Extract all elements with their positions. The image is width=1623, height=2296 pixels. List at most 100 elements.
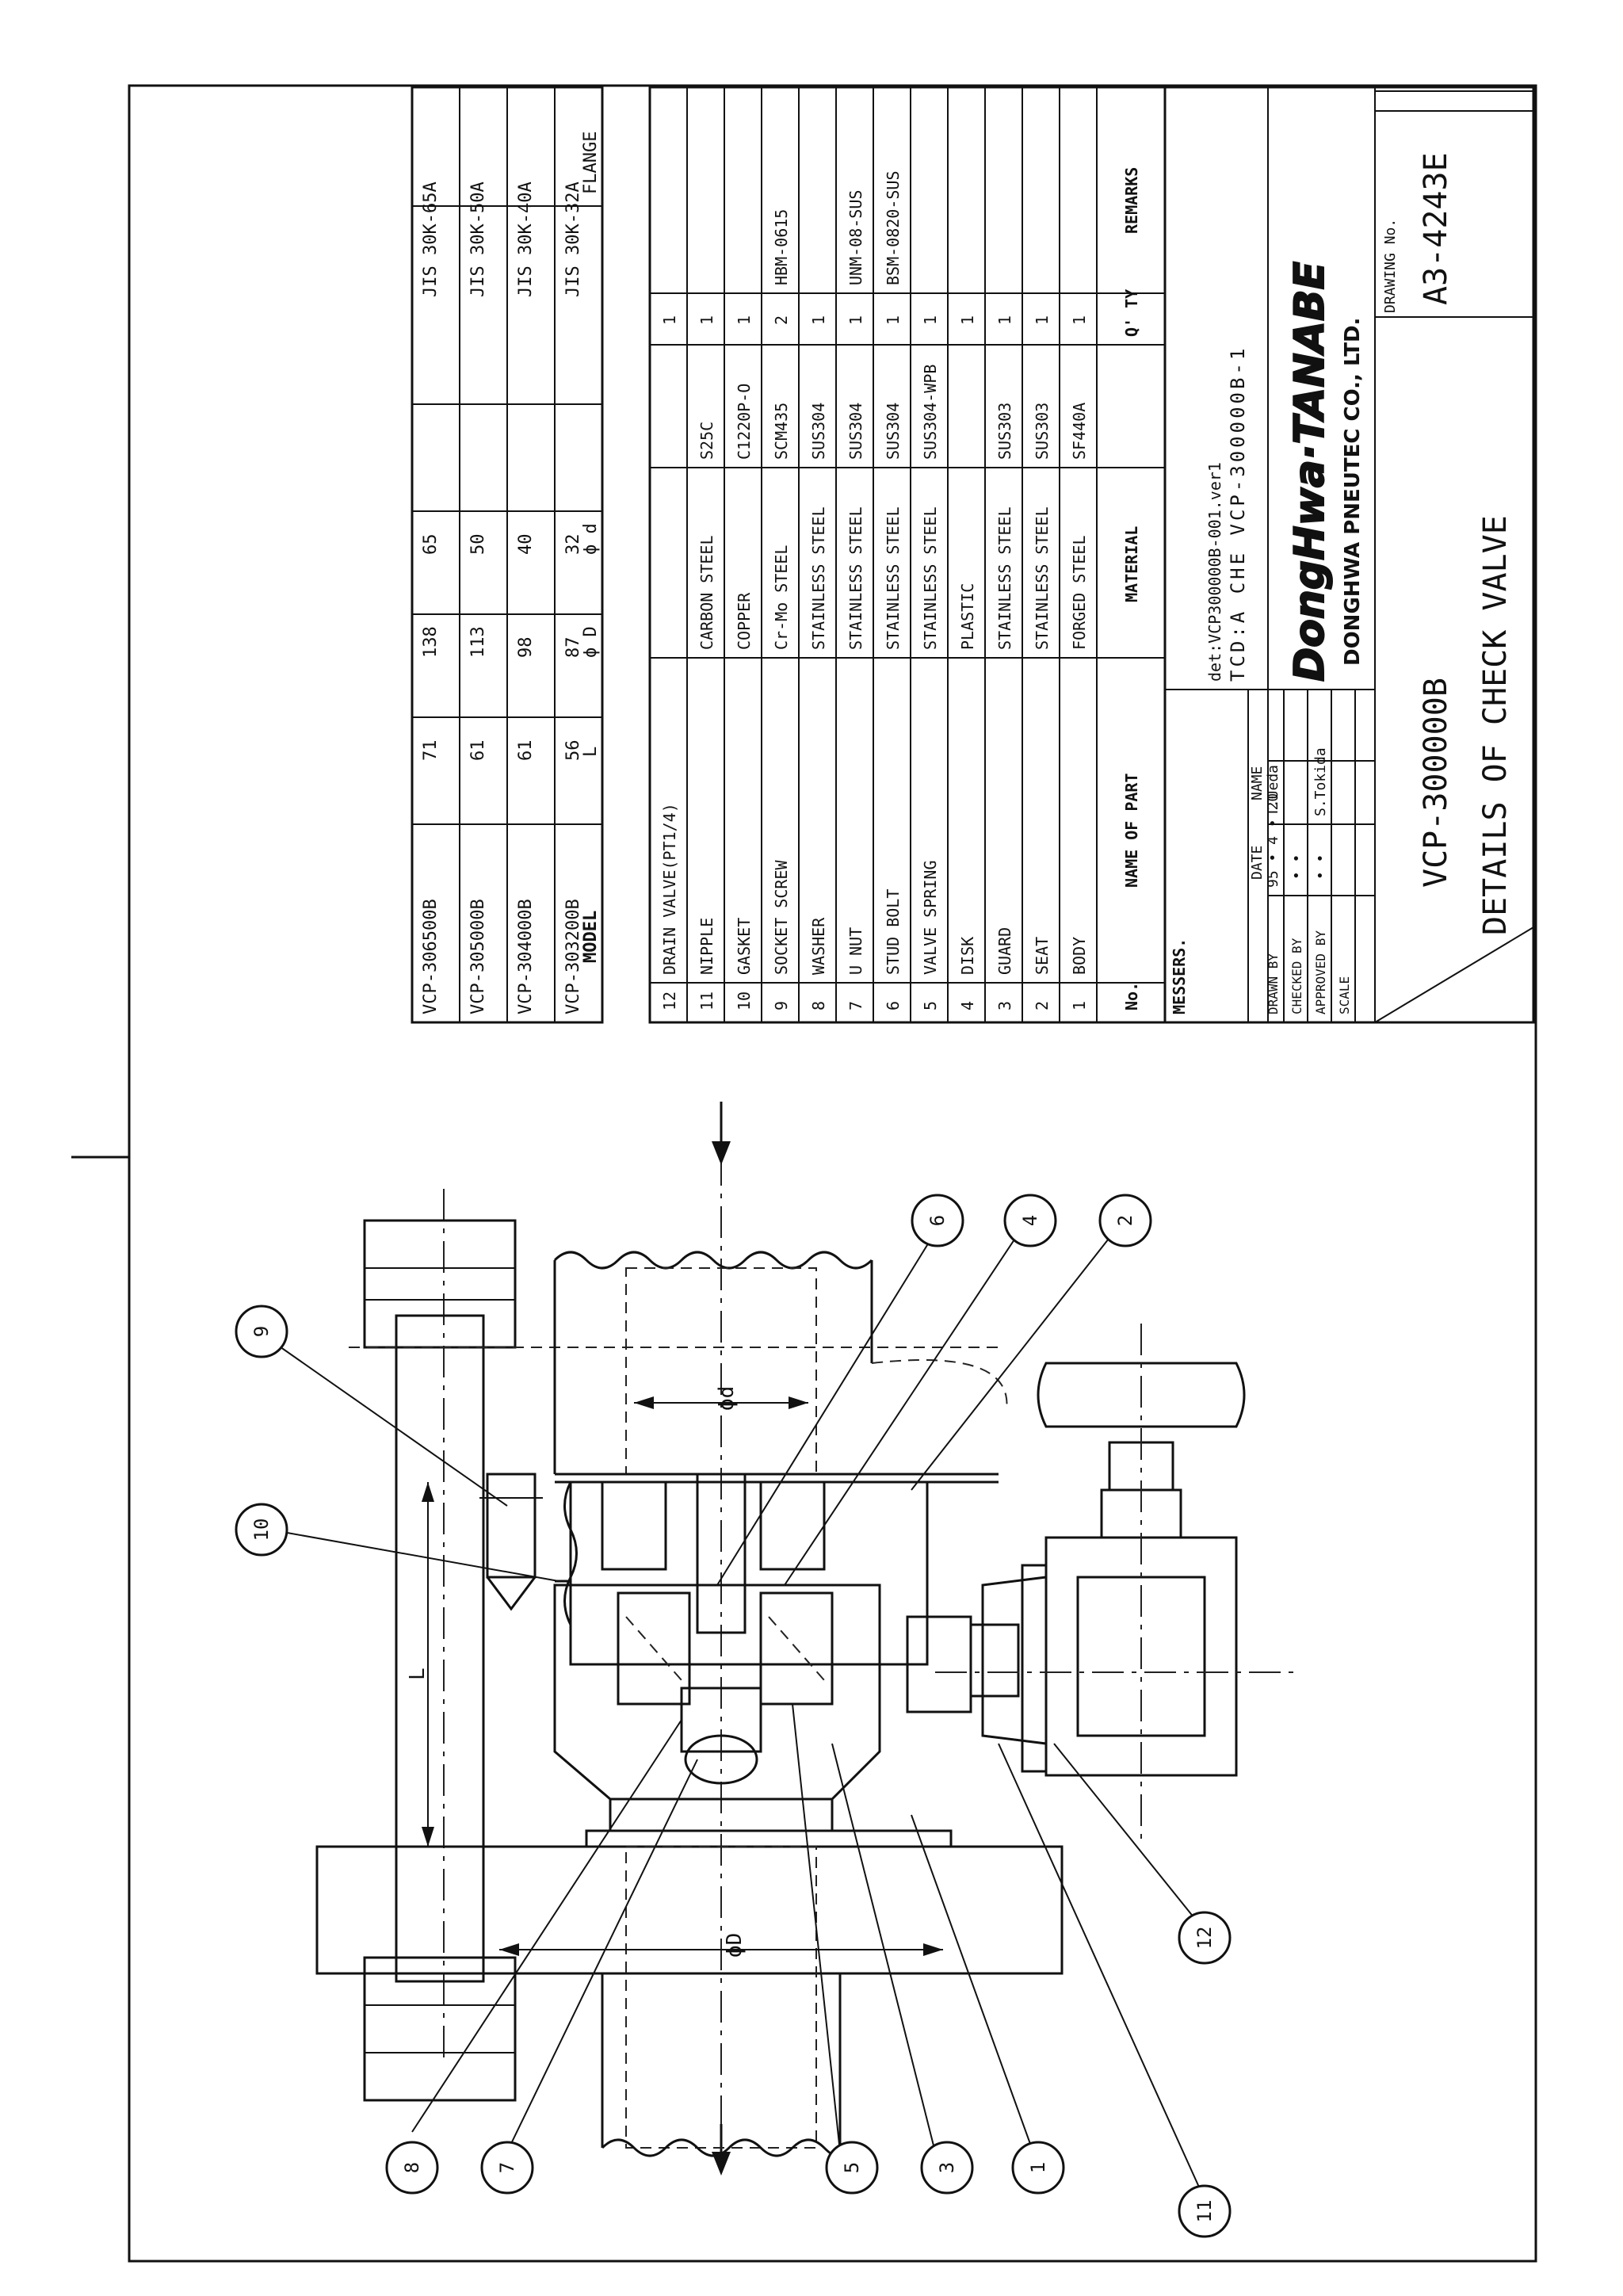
part-qty: 1 <box>921 315 940 325</box>
part-no: 6 <box>884 1001 903 1010</box>
drawn-by-label: DRAWN BY <box>1266 953 1281 1014</box>
nut-bottom <box>363 1956 517 2102</box>
svg-text:3: 3 <box>936 2162 958 2173</box>
part-no: 10 <box>735 991 754 1010</box>
part-no: 12 <box>660 991 679 1010</box>
parts-header-material: MATERIAL <box>1122 526 1141 602</box>
flow-arrow-top <box>712 1141 731 1165</box>
svg-text:5: 5 <box>841 2162 863 2173</box>
svg-text:4: 4 <box>1019 1215 1041 1226</box>
part-qty: 1 <box>1033 315 1052 325</box>
flange-header-douter: ϕ D <box>581 626 601 658</box>
callout-10: 10 <box>235 1503 288 1557</box>
part-grade: SCM435 <box>772 403 791 460</box>
flange-model-3: VCP-303200B <box>563 899 583 1014</box>
drawn-date: 95 • 4 • 20 <box>1265 793 1281 888</box>
part-grade: SUS303 <box>1033 403 1052 460</box>
dim-label-D: ϕD <box>723 1933 747 1958</box>
stud-bolt-center <box>696 1473 747 1634</box>
drain-handle <box>1037 1362 1246 1428</box>
drawn-name: T.Ueda <box>1265 765 1281 816</box>
model-number: VCP-300000B <box>1418 678 1454 888</box>
parts-header-remarks: REMARKS <box>1122 167 1141 234</box>
part-no: 5 <box>921 1001 940 1010</box>
part-name: GASKET <box>735 918 754 975</box>
parts-row-7: 7 U NUT STAINLESS STEEL SUS304 1 UNM-08-… <box>846 190 865 1010</box>
flange-dout-2: 98 <box>516 637 536 659</box>
callouts: 1 2 3 4 5 6 7 8 9 10 11 12 <box>235 1194 1232 2238</box>
flange-header-dinner: ϕ d <box>581 523 601 555</box>
flange-model-0: VCP-306500B <box>421 899 441 1014</box>
part-no: 9 <box>772 1001 791 1010</box>
part-grade: C1220P-O <box>735 384 754 460</box>
parts-row-4: 4 DISK PLASTIC 1 <box>958 315 977 1010</box>
part-name: GUARD <box>995 927 1014 975</box>
flange-model-1: VCP-305000B <box>468 899 488 1014</box>
part-material: Cr-Mo STEEL <box>772 545 791 650</box>
part-qty: 1 <box>995 315 1014 325</box>
parts-row-6: 6 STUD BOLT STAINLESS STEEL SUS304 1 BSM… <box>884 171 903 1011</box>
flange-din-0: 65 <box>421 534 441 556</box>
company-name: DONGHWA PNEUTEC CO., LTD. <box>1341 318 1365 666</box>
disk-left <box>617 1591 691 1706</box>
part-name: STUD BOLT <box>884 889 903 975</box>
dim-label-L: L <box>406 1668 430 1680</box>
title-block <box>1163 86 1535 1024</box>
flange-din-1: 50 <box>468 534 488 556</box>
svg-text:9: 9 <box>250 1326 273 1337</box>
svg-text:8: 8 <box>401 2162 423 2173</box>
part-qty: 1 <box>809 315 828 325</box>
part-no: 4 <box>958 1001 977 1010</box>
flange-l-1: 61 <box>468 740 488 762</box>
part-remarks: UNM-08-SUS <box>846 190 865 285</box>
part-name: U NUT <box>846 927 865 975</box>
part-name: VALVE SPRING <box>921 861 940 976</box>
part-name: BODY <box>1070 937 1089 975</box>
drawing-no-label: DRAWING No. <box>1382 219 1399 313</box>
checked-by-label: CHECKED BY <box>1289 938 1304 1014</box>
part-material: STAINLESS STEEL <box>809 506 828 650</box>
flange-type-0: JIS 30K-65A <box>421 181 441 297</box>
socket-screw <box>486 1473 537 1579</box>
frame <box>128 84 1537 2263</box>
checked-date: • • <box>1289 854 1305 880</box>
part-no: 8 <box>809 1001 828 1010</box>
flange-dout-1: 113 <box>468 626 488 658</box>
name-label: NAME <box>1249 766 1266 800</box>
svg-text:2: 2 <box>1114 1215 1136 1226</box>
parts-row-5: 5 VALVE SPRING STAINLESS STEEL SUS304-WP… <box>921 315 940 1010</box>
through-bolt <box>395 1314 485 1983</box>
flow-arrow-bottom <box>712 2152 731 2176</box>
part-no: 1 <box>1070 1001 1089 1010</box>
callout-6: 6 <box>911 1194 964 1247</box>
file-ref-2: TCD:A CHE VCP-300000B-1 <box>1227 346 1249 682</box>
flange-din-3: 32 <box>563 534 583 556</box>
parts-row-12: 12 DRAIN VALVE(PT1/4) 1 <box>660 315 679 1010</box>
drawing-number: A3-4243E <box>1418 152 1454 305</box>
part-no: 2 <box>1033 1001 1052 1010</box>
callout-4: 4 <box>1003 1194 1057 1247</box>
callout-3: 3 <box>920 2141 974 2195</box>
part-material: COPPER <box>735 592 754 650</box>
parts-row-11: 11 NIPPLE CARBON STEEL S25C 1 <box>697 315 716 1010</box>
pipe-break-bottom <box>601 2138 842 2157</box>
part-grade: SUS304-WPB <box>921 365 940 460</box>
part-material: STAINLESS STEEL <box>995 506 1014 650</box>
pipe-break-top <box>553 1251 873 1270</box>
flange-type-2: JIS 30K-40A <box>516 181 536 297</box>
part-qty: 1 <box>660 315 679 325</box>
flange-l-0: 71 <box>421 740 441 762</box>
callout-5: 5 <box>825 2141 879 2195</box>
part-grade: S25C <box>697 422 716 460</box>
parts-row-1: 1 BODY FORGED STEEL SF440A 1 <box>1070 315 1089 1010</box>
part-remarks: BSM-0820-SUS <box>884 171 903 286</box>
part-qty: 1 <box>735 315 754 325</box>
parts-row-8: 8 WASHER STAINLESS STEEL SUS304 1 <box>809 315 828 1010</box>
flange-table <box>411 86 604 1024</box>
part-name: DISK <box>958 937 977 975</box>
flange-header-flange: FLANGE <box>581 132 601 194</box>
date-label: DATE <box>1249 846 1266 880</box>
parts-header-name: NAME OF PART <box>1122 774 1141 888</box>
svg-text:6: 6 <box>926 1215 949 1226</box>
